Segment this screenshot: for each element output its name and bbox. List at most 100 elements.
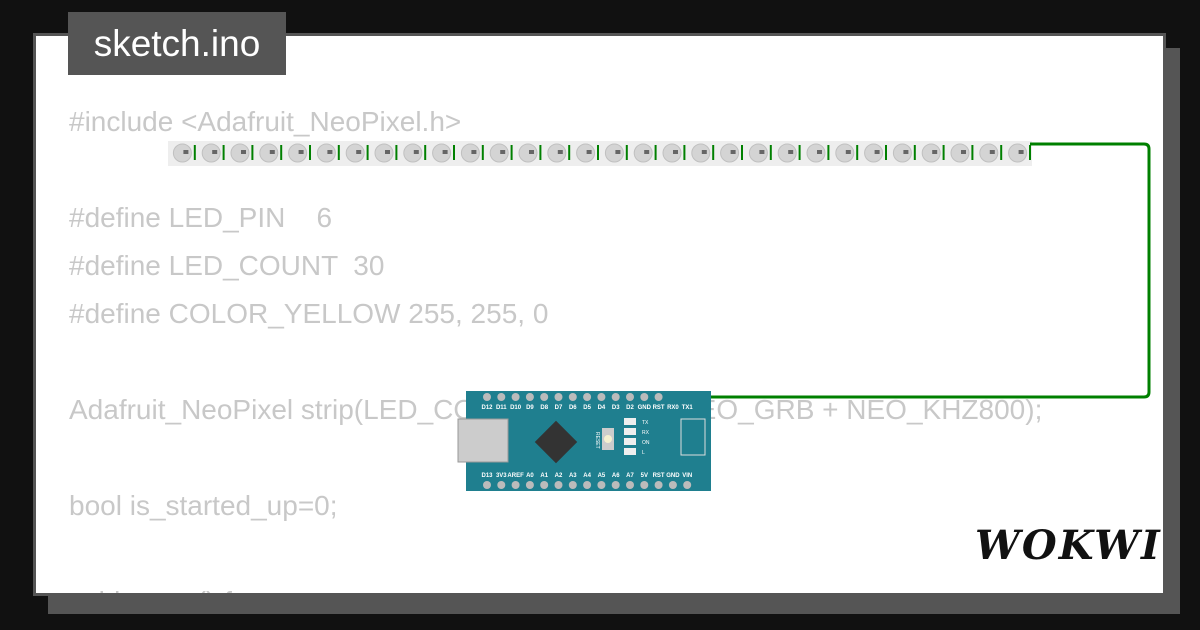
pin-label: 3V3 [496, 473, 507, 479]
pin-label: D13 [481, 473, 493, 479]
code-line: void setup() { [69, 578, 1154, 593]
neopixel-led [547, 143, 571, 163]
led-label: RX [642, 430, 650, 436]
pin-d9[interactable] [525, 393, 534, 401]
led-label: L [642, 450, 645, 456]
pin-d7[interactable] [554, 393, 563, 401]
neopixel-led [777, 143, 801, 163]
neopixel-led [432, 143, 455, 163]
pin-d8[interactable] [540, 393, 549, 401]
pin-a5[interactable] [597, 481, 606, 489]
neopixel-led [460, 143, 484, 163]
pin-label: A7 [626, 473, 634, 479]
neopixel-led [604, 143, 628, 163]
pin-label: D5 [583, 405, 591, 411]
neopixel-led [403, 143, 427, 163]
code-line: #include <Adafruit_NeoPixel.h> [69, 106, 462, 137]
pin-a7[interactable] [626, 481, 634, 489]
pin-label: D3 [612, 405, 620, 411]
pin-a6[interactable] [611, 481, 620, 489]
neopixel-led [950, 143, 974, 163]
code-line: #define COLOR_YELLOW 255, 255, 0 [69, 298, 549, 329]
status-led [624, 428, 636, 435]
pin-d4[interactable] [597, 393, 606, 401]
pin-5v[interactable] [640, 481, 649, 489]
led-label: TX [642, 420, 649, 426]
neopixel-led [518, 143, 542, 163]
pin-a2[interactable] [554, 481, 563, 489]
file-tab[interactable]: sketch.ino [68, 12, 286, 75]
pin-3v3[interactable] [497, 481, 506, 489]
pin-label: D7 [555, 405, 563, 411]
neopixel-led [316, 143, 340, 163]
pin-label: A1 [540, 473, 548, 479]
neopixel-led [979, 143, 1003, 163]
pin-label: D12 [481, 405, 493, 411]
pin-label: A4 [583, 473, 591, 479]
pin-d13[interactable] [483, 481, 491, 489]
pin-a0[interactable] [525, 481, 534, 489]
usb-port [457, 418, 509, 463]
pin-label: RST [653, 405, 665, 411]
status-led [624, 438, 636, 445]
neopixel-led [374, 143, 398, 163]
pin-a1[interactable] [540, 481, 549, 489]
pin-label: A3 [569, 473, 577, 479]
pin-gnd[interactable] [668, 481, 677, 489]
neopixel-led [633, 143, 657, 163]
pin-d11[interactable] [497, 393, 506, 401]
neopixel-led [576, 143, 599, 163]
pin-label: A6 [612, 473, 620, 479]
status-led [624, 418, 636, 425]
neopixel-led [691, 143, 715, 163]
pin-d3[interactable] [611, 393, 620, 401]
pin-gnd[interactable] [640, 393, 649, 401]
pin-label: D10 [510, 405, 522, 411]
pin-label: D2 [626, 405, 634, 411]
pin-d5[interactable] [583, 393, 592, 401]
pin-label: D4 [598, 405, 606, 411]
neopixel-led [1008, 143, 1031, 163]
pin-label: RX0 [667, 405, 679, 411]
wire [574, 142, 1151, 399]
neopixel-led [201, 143, 225, 163]
pin-vin[interactable] [683, 481, 692, 489]
pin-d6[interactable] [568, 393, 577, 401]
pin-d10[interactable] [511, 393, 520, 401]
status-led [624, 448, 636, 455]
pin-label: RST [653, 473, 665, 479]
neopixel-led [748, 143, 772, 163]
pin-label: 5V [641, 473, 648, 479]
code-preview: #include <Adafruit_NeoPixel.h> #define L… [69, 98, 1154, 593]
preview-card: #include <Adafruit_NeoPixel.h> #define L… [33, 33, 1166, 596]
wokwi-logo: WOKWI [975, 522, 1162, 569]
pin-label: D8 [540, 405, 548, 411]
pin-a3[interactable] [568, 481, 577, 489]
neopixel-led [172, 143, 196, 163]
neopixel-strip[interactable] [168, 141, 1032, 166]
pin-label: VIN [682, 473, 692, 479]
pin-label: D9 [526, 405, 534, 411]
neopixel-led [345, 143, 369, 163]
pin-d12[interactable] [483, 393, 491, 401]
neopixel-led [921, 143, 945, 163]
code-line: #define LED_COUNT 30 [69, 250, 385, 281]
pin-label: GND [666, 473, 680, 479]
pin-a4[interactable] [583, 481, 592, 489]
pin-label: D6 [569, 405, 577, 411]
pin-rst[interactable] [654, 393, 663, 401]
neopixel-led [662, 143, 686, 163]
pin-label: A5 [598, 473, 606, 479]
pin-rst[interactable] [654, 481, 663, 489]
neopixel-led [720, 143, 743, 163]
pin-label: D11 [496, 405, 507, 411]
pin-aref[interactable] [511, 481, 520, 489]
pin-label: GND [638, 405, 652, 411]
neopixel-led [489, 143, 513, 163]
pin-label: A2 [555, 473, 563, 479]
pin-d2[interactable] [626, 393, 634, 401]
reset-label: RESET [594, 432, 600, 449]
pin-label: AREF [507, 473, 524, 479]
